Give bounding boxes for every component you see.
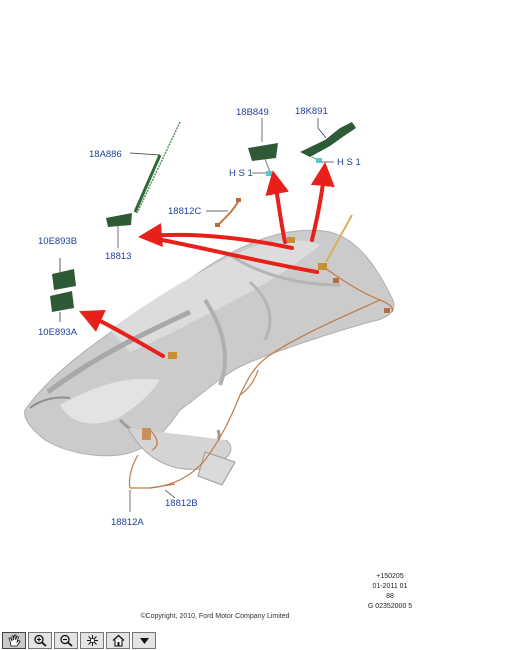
label-hs1-left: H S 1 <box>229 168 253 179</box>
hand-icon <box>7 634 21 647</box>
fit-to-window-button[interactable] <box>80 632 104 649</box>
label-hs1-right: H S 1 <box>337 157 361 168</box>
module-10E893A <box>50 291 74 322</box>
metadata-line-2: 01-2011 01 <box>372 583 408 590</box>
options-dropdown-button[interactable] <box>132 632 156 649</box>
antenna-18A886 <box>106 121 181 227</box>
home-icon <box>112 634 124 647</box>
metadata-line-1: +150205 <box>376 573 404 580</box>
pan-button[interactable] <box>2 632 26 649</box>
module-10E893B <box>52 258 76 290</box>
wiring-harness <box>128 267 394 489</box>
part-labels: 18A886 18813 18B849 18K891 H S 1 H S 1 1… <box>38 106 361 528</box>
leader-lines <box>117 118 334 512</box>
zoom-in-icon <box>33 634 47 647</box>
metadata-line-4: G 02352000 5 <box>367 603 413 610</box>
label-10E893B: 10E893B <box>38 236 77 247</box>
zoom-out-button[interactable] <box>54 632 78 649</box>
label-10E893A: 10E893A <box>38 327 78 338</box>
zoom-in-button[interactable] <box>28 632 52 649</box>
callout-arrows <box>79 162 335 358</box>
module-18K891 <box>300 122 356 163</box>
component-markers <box>142 214 390 440</box>
vehicle-body-illustration <box>24 229 395 486</box>
label-18813: 18813 <box>105 251 131 262</box>
zoom-out-icon <box>59 634 73 647</box>
label-18A886: 18A886 <box>89 149 122 160</box>
cable-18812C <box>215 198 241 227</box>
copyright-notice: ©Copyright, 2010, Ford Motor Company Lim… <box>140 613 290 620</box>
viewer-toolbar <box>0 631 166 650</box>
drawing-metadata: +150205 01-2011 01 88 G 02352000 5 <box>358 572 422 612</box>
metadata-line-3: 88 <box>386 593 394 600</box>
label-18B849: 18B849 <box>236 107 269 118</box>
parts-diagram: 18A886 18813 18B849 18K891 H S 1 H S 1 1… <box>24 106 395 528</box>
fit-icon <box>86 635 98 646</box>
label-18812C: 18812C <box>168 206 201 217</box>
home-button[interactable] <box>106 632 130 649</box>
label-18812B: 18812B <box>165 498 198 509</box>
label-18812A: 18812A <box>111 517 144 528</box>
dropdown-icon <box>139 638 149 644</box>
label-18K891: 18K891 <box>295 106 328 117</box>
